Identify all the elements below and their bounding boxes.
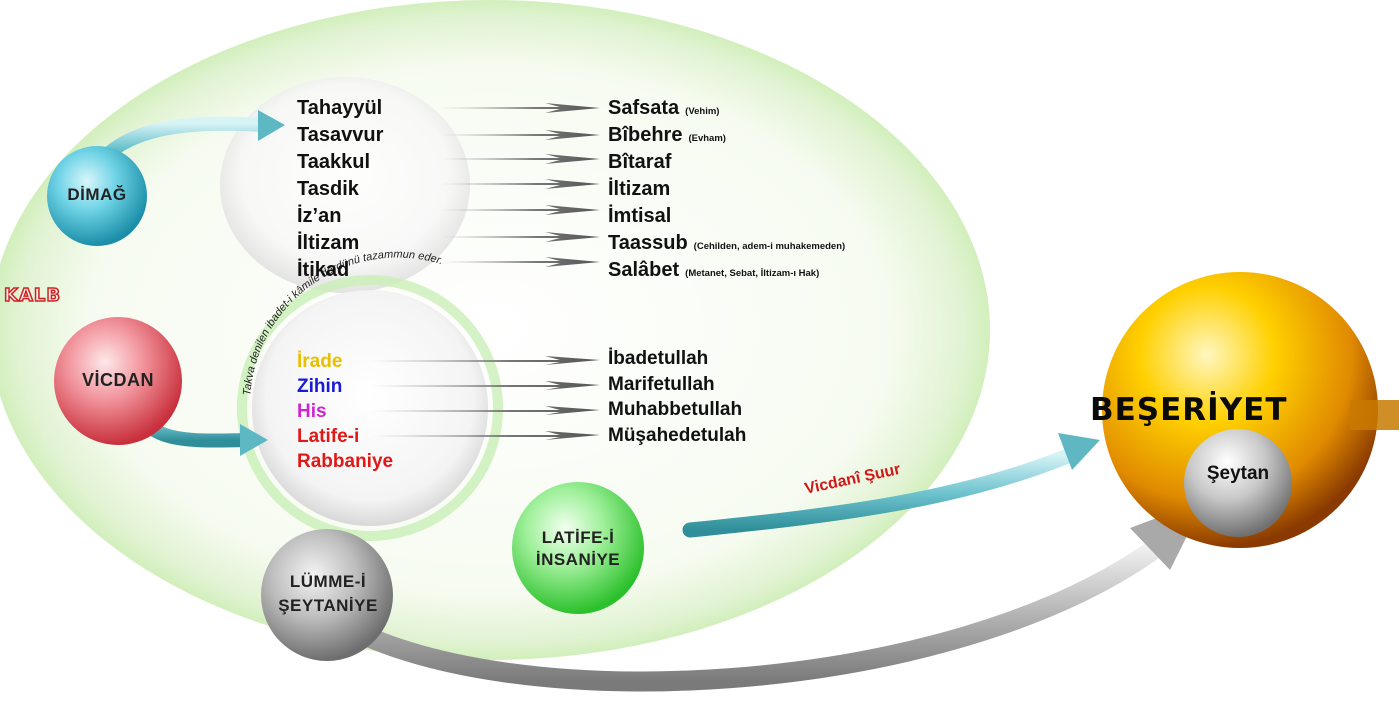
mind-faculty: Taakkul [297,151,370,173]
heart-connectors [370,356,600,440]
heart-result: Müşahedetulah [608,424,747,446]
mind-faculty: İz’an [297,205,342,227]
mind-result: Taassub(Cehilden, adem-i muhakemeden) [608,232,846,254]
mind-faculties-list: Tahayyül Tasavvur Taakkul Tasdik İz’an İ… [297,95,437,284]
vicdani-suur-arrow [682,447,1078,538]
mind-result: Bîbehre(Evham) [608,124,726,146]
mind-result: Safsata(Vehim) [608,97,720,119]
mind-result: Bîtaraf [608,151,672,173]
heart-circle [237,275,503,541]
heart-faculties-list: İrade Zihin His Latife-i Rabbaniye [297,349,447,474]
mind-result: İltizam [608,178,671,200]
heart-results-list: İbadetullah Marifetullah Muhabbetullah M… [608,346,868,448]
dimag-sphere [47,146,147,246]
latife-insaniye-sphere [512,482,644,614]
heart-result: Marifetullah [608,373,715,395]
lumme-seytaniye-sphere [261,529,393,661]
mind-faculty: Tahayyül [297,97,383,119]
heart-faculty: Rabbaniye [297,451,394,472]
heart-faculty: İrade [297,351,343,372]
mind-faculty: Tasdik [297,178,359,200]
seytan-label: Şeytan [1206,463,1270,484]
mind-faculty: İtikad [297,259,350,281]
mind-faculty: İltizam [297,232,360,254]
heart-result: Muhabbetullah [608,399,743,420]
mind-circle [220,77,470,293]
heart-faculty: Zihin [297,376,343,397]
vicdan-label: VİCDAN [81,370,154,390]
heart-inner-circle [252,290,488,526]
kalb-label: KALB [3,284,62,307]
mind-faculty: Tasavvur [297,124,384,146]
heart-result: İbadetullah [608,348,709,369]
seytan-sphere [1184,429,1292,537]
latife-insaniye-label: LATİFE-İ İNSANİYE [535,528,621,569]
beseriyet-label: BEŞERİYET [1090,392,1288,428]
vicdan-sphere [54,317,182,445]
dimag-label: DİMAĞ [67,185,127,204]
lumme-arrow [325,535,1170,692]
mind-connectors [440,103,600,267]
mind-result: İmtisal [608,205,672,227]
mind-results-list: Safsata(Vehim) Bîbehre(Evham) Bîtaraf İl… [608,95,1128,284]
heart-faculty: Latife-i [297,426,360,447]
beseriyet-sphere [1102,272,1378,548]
mind-result: Salâbet(Metanet, Sebat, İltizam-ı Hak) [608,259,820,281]
lumme-seytaniye-label: LÜMME-İ ŞEYTANİYE [278,572,378,615]
heart-faculty: His [297,401,327,422]
beseriyet-bar [1350,400,1399,430]
